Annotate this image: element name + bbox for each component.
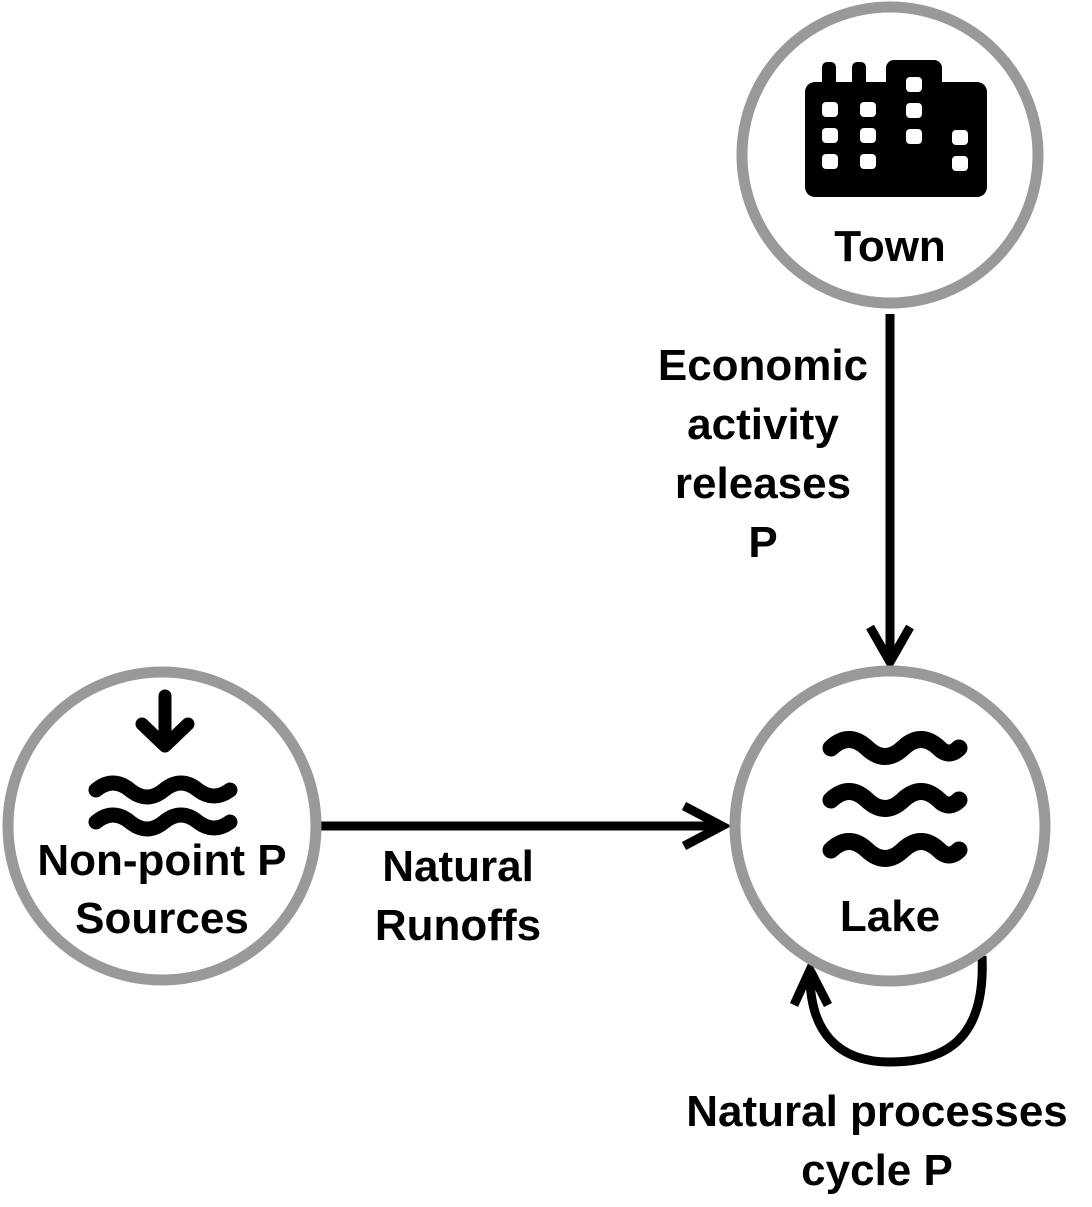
edge-label-economic-line4: P — [748, 518, 778, 567]
edge-town-to-lake — [866, 314, 914, 672]
edge-label-runoffs-line2: Runoffs — [374, 901, 542, 950]
edge-label-runoffs-line1: Natural — [382, 842, 534, 891]
town-label: Town — [834, 222, 946, 271]
factory-building-icon — [805, 60, 987, 197]
arrowhead-lake-self-loop — [789, 959, 833, 1008]
edge-label-cycle-line2: cycle P — [801, 1146, 953, 1195]
edge-lake-self-loop — [789, 955, 987, 1067]
node-nonpoint-sources — [2, 666, 322, 986]
edge-label-economic-line3: releases — [674, 459, 852, 508]
edge-label-economic-line2: activity — [687, 400, 839, 449]
lake-label: Lake — [839, 892, 941, 941]
edge-label-cycle-line1: Natural processes — [686, 1087, 1068, 1136]
node-town — [736, 1, 1044, 309]
water-inflow-icon — [88, 689, 238, 837]
nonpoint-label-line1: Non-point P — [37, 836, 287, 885]
edge-label-economic-line1: Economic — [657, 341, 869, 390]
water-waves-icon — [822, 731, 968, 867]
edge-nonpoint-to-lake — [320, 802, 732, 850]
arrowhead-nonpoint-to-lake — [681, 802, 732, 850]
down-arrow-icon — [135, 689, 195, 753]
arrowhead-town-to-lake — [866, 624, 914, 672]
nonpoint-label-line2: Sources — [75, 894, 249, 943]
node-lake — [729, 665, 1051, 987]
